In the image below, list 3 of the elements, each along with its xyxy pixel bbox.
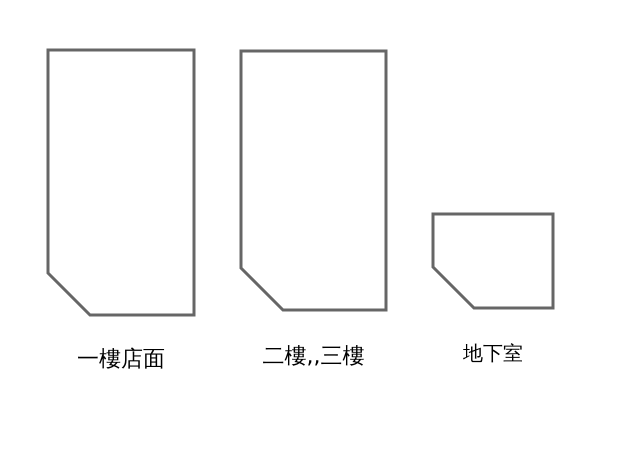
- floor-label: 地下室: [462, 340, 524, 367]
- floor-label: 二樓,,三樓: [262, 343, 366, 371]
- floor-label: 一樓店面: [76, 346, 166, 374]
